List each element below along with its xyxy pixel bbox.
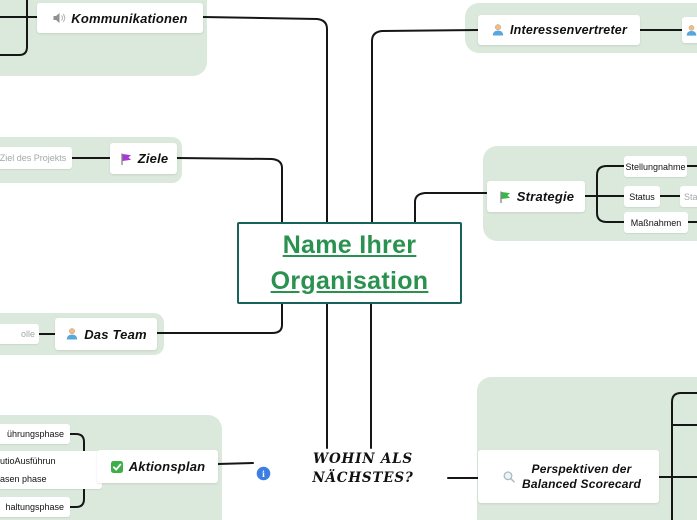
node-label: Perspektiven der Balanced Scorecard: [522, 462, 641, 491]
node-label: Strategie: [516, 189, 575, 204]
node-interessenvertreter[interactable]: Interessenvertreter: [478, 15, 640, 45]
node-label: Interessenvertreter: [509, 23, 628, 37]
node-label: Sta: [684, 191, 697, 202]
node-label: Aktionsplan: [128, 459, 206, 474]
node-label-line1: utioAusführun: [0, 455, 56, 466]
node-label: Maßnahmen: [630, 217, 682, 228]
node-label-line2: Balanced Scorecard: [522, 476, 641, 491]
branch-strategie: [414, 192, 488, 223]
person-icon: [67, 328, 78, 340]
node-central-organisation[interactable]: Name Ihrer Organisation: [237, 222, 462, 304]
magnifier-icon: [503, 470, 515, 483]
svg-text:i: i: [262, 470, 265, 480]
branch-das-team: [156, 299, 283, 334]
node-label: ührungsphase: [6, 429, 64, 439]
branch-interessenvertreter: [371, 29, 479, 223]
branch-kommunikationen: [202, 16, 328, 223]
node-label-line2: asen phase: [0, 473, 47, 484]
checkbox-icon: [110, 460, 123, 473]
info-icon[interactable]: i: [256, 466, 271, 481]
node-massnahmen[interactable]: Maßnahmen: [624, 212, 688, 233]
node-das-team[interactable]: Das Team: [55, 318, 157, 350]
node-label: Ziel des Projekts: [0, 153, 67, 163]
node-phase1-partial[interactable]: ührungsphase: [0, 424, 70, 444]
person-icon: [492, 24, 504, 36]
node-strategie[interactable]: Strategie: [487, 181, 585, 212]
kommunikationen-child-bracket: [0, 0, 28, 56]
node-label: Status: [629, 191, 655, 202]
branch-ziele: [176, 157, 283, 223]
node-status[interactable]: Status: [624, 186, 660, 207]
node-phase3-partial[interactable]: haltungsphase: [0, 497, 70, 517]
node-label: Das Team: [84, 326, 147, 342]
floating-line1: WOHIN ALS: [313, 451, 413, 467]
node-label-line1: Perspektiven der: [531, 462, 632, 476]
node-label: haltungsphase: [5, 502, 64, 512]
node-label: Kommunikationen: [71, 10, 188, 26]
strategie-child-bracket: [596, 165, 625, 223]
flag-icon: [121, 153, 131, 165]
node-phase2-partial[interactable]: utioAusführun asen phase: [0, 451, 102, 489]
node-aktionsplan[interactable]: Aktionsplan: [97, 450, 218, 483]
central-title-line2: Organisation: [270, 266, 429, 295]
person-icon: [686, 24, 697, 36]
node-status-child-partial[interactable]: Sta: [680, 186, 697, 207]
node-label: Ziele: [137, 151, 169, 166]
node-label: Stellungnahme: [625, 161, 686, 172]
node-wohin-als-naechstes[interactable]: WOHIN ALS NÄCHSTES?: [300, 450, 426, 488]
perspektiven-child-bracket: [671, 392, 697, 520]
flag-icon: [500, 191, 510, 203]
node-interessenvertreter-child-partial[interactable]: [682, 17, 697, 43]
speaker-icon: [53, 13, 66, 23]
node-ziele[interactable]: Ziele: [110, 143, 177, 174]
node-label: olle: [20, 329, 35, 339]
central-title-line1: Name Ihrer: [282, 230, 417, 259]
node-rolle-partial[interactable]: olle: [0, 324, 39, 344]
floating-line2: NÄCHSTES?: [312, 470, 414, 486]
node-stellungnahme[interactable]: Stellungnahme: [624, 156, 687, 177]
aktionsplan-to-wohin-line: [217, 462, 254, 465]
node-perspektiven[interactable]: Perspektiven der Balanced Scorecard: [478, 450, 659, 503]
node-kommunikationen[interactable]: Kommunikationen: [37, 3, 203, 33]
node-ziel-des-projekts[interactable]: Ziel des Projekts: [0, 147, 72, 169]
